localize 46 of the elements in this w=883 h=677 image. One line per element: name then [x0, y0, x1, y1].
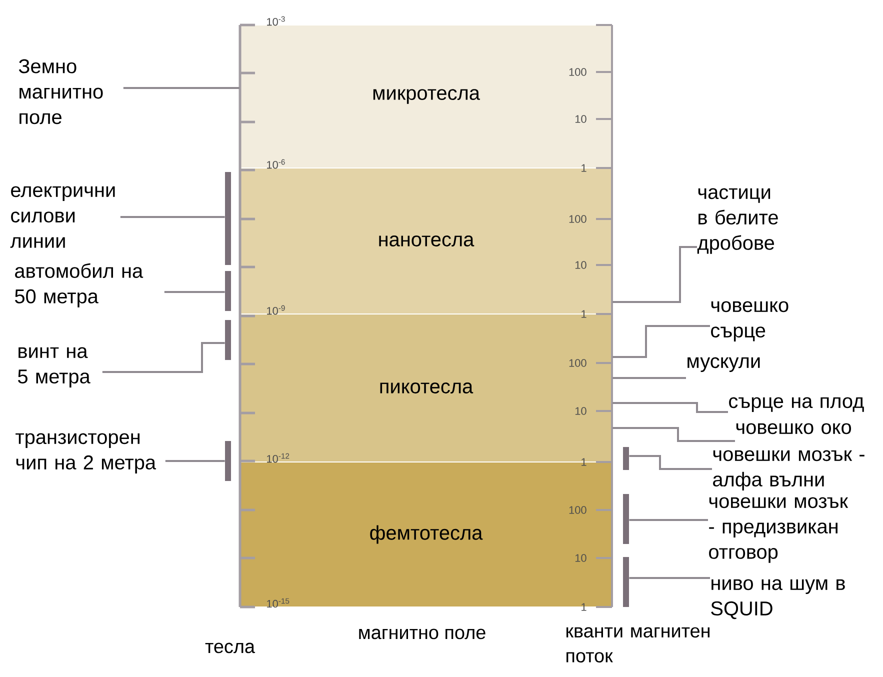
tick-label: 10 — [575, 115, 586, 123]
tick-label: 100 — [569, 359, 586, 367]
leader-line — [612, 402, 728, 413]
tick-label: 10$^{-12}$ — [267, 453, 290, 463]
tick-label: 10$^{-3}$ — [267, 16, 285, 26]
tick-label: 10$^{-6}$ — [267, 159, 285, 169]
leader-line — [612, 246, 697, 303]
leader-line — [612, 427, 735, 442]
tick-label: 100 — [569, 68, 586, 76]
tick-label: 100 — [569, 215, 586, 223]
leader-line — [120, 216, 225, 218]
leader-line — [629, 577, 710, 579]
range-bar — [225, 441, 231, 481]
axis-label: тесла — [205, 642, 256, 654]
annotation-label: транзисторен чип на 2 метра — [16, 433, 156, 474]
tick-label: 10 — [575, 261, 586, 269]
leader-line — [165, 460, 225, 462]
tick-label: 100 — [569, 506, 586, 514]
range-bar — [225, 320, 231, 360]
range-bar — [623, 557, 629, 607]
annotation-label: човешко сърце — [711, 301, 788, 342]
leader-line — [612, 377, 686, 379]
tick-label: 10$^{-15}$ — [267, 598, 290, 608]
leader-line — [612, 325, 710, 358]
leader-line — [164, 291, 225, 293]
range-bar — [623, 494, 629, 544]
annotation-label: ниво на шум в SQUID — [711, 579, 845, 620]
axis-label: кванти магнитен поток — [566, 627, 710, 662]
annotation-label: човешко око — [736, 423, 852, 434]
annotation-label: сърце на плод — [729, 397, 864, 412]
axis-label: магнитно поле — [359, 628, 486, 640]
annotation-label: частици в белите дробове — [697, 188, 778, 254]
leader-line — [629, 519, 708, 521]
leader-line — [629, 455, 712, 470]
tick-label: 10$^{-9}$ — [267, 305, 285, 315]
annotation-label: мускули — [688, 357, 760, 372]
leader-line — [123, 87, 240, 89]
tick-label: 10 — [575, 407, 586, 415]
range-bar — [623, 447, 629, 470]
annotation-label: автомобил на 50 метра — [15, 263, 144, 308]
range-bar — [225, 271, 231, 311]
annotation-label: Земно магнитно поле — [18, 59, 103, 124]
range-bar — [225, 172, 231, 265]
tick-label: 10 — [575, 554, 586, 562]
leader-line — [102, 342, 225, 373]
annotation-label: винт на 5 метра — [18, 347, 90, 388]
